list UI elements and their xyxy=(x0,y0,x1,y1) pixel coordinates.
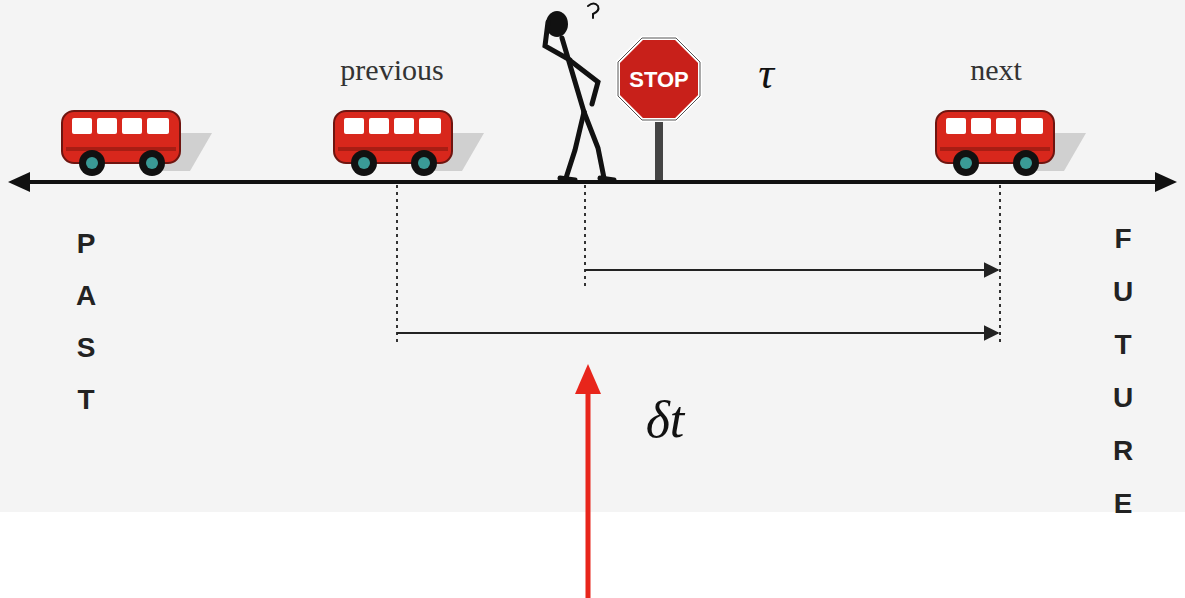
axis-label: PAST xyxy=(72,218,100,426)
bus-icon xyxy=(62,111,212,176)
interval-arrow xyxy=(397,270,998,333)
sign-text: STOP xyxy=(629,69,689,91)
background-panel xyxy=(0,0,1185,512)
symbol-label: τ xyxy=(758,52,774,96)
pointer-arrow xyxy=(575,364,601,598)
stop-sign xyxy=(618,38,700,182)
bus-icon xyxy=(334,111,484,176)
timeline-axis xyxy=(8,172,1177,192)
dotted-marker xyxy=(397,185,1000,345)
person-figure xyxy=(545,4,614,181)
axis-label: FUTURE xyxy=(1109,212,1137,530)
bus-label: previous xyxy=(340,55,443,85)
bus-label: next xyxy=(970,55,1022,85)
symbol-label: δt xyxy=(646,394,685,446)
bus-icon xyxy=(936,111,1086,176)
